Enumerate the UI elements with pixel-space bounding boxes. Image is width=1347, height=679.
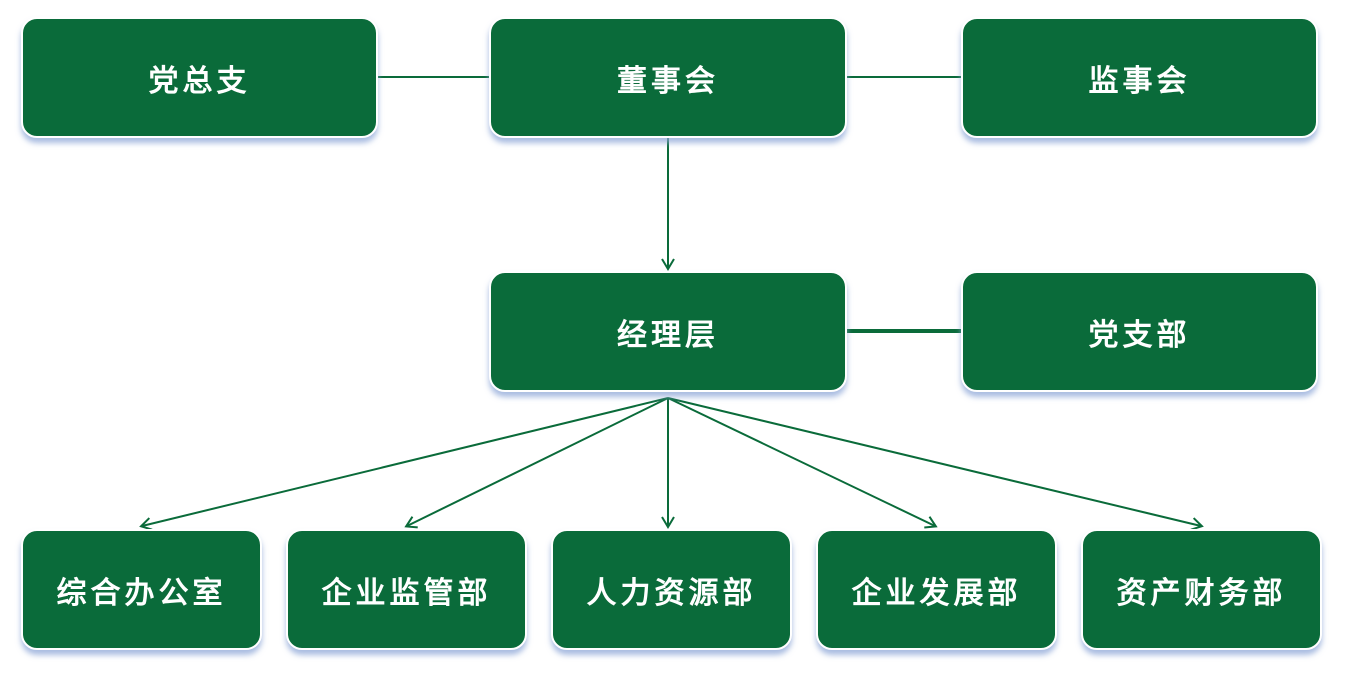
department-box-asset-finance: 资产财务部: [1081, 529, 1322, 650]
board-of-directors-box: 董事会: [489, 17, 847, 138]
party-branch-box: 党支部: [961, 271, 1318, 392]
arrow-management-to-dept-0: [139, 397, 669, 531]
management-label: 经理层: [617, 317, 719, 353]
department-label: 企业监管部: [321, 575, 492, 611]
party-general-branch-label: 党总支: [148, 63, 251, 99]
arrow-management-to-dept-4: [667, 397, 1204, 531]
board-of-supervisors-box: 监事会: [961, 17, 1318, 138]
department-label: 综合办公室: [56, 575, 227, 611]
department-box-general-office: 综合办公室: [21, 529, 262, 650]
department-box-enterprise-supervision: 企业监管部: [286, 529, 527, 650]
board-of-directors-label: 董事会: [617, 63, 719, 99]
department-label: 资产财务部: [1116, 575, 1287, 611]
management-box: 经理层: [489, 271, 847, 392]
arrow-management-to-dept-1: [404, 397, 669, 529]
department-label: 企业发展部: [851, 575, 1022, 611]
department-box-enterprise-development: 企业发展部: [816, 529, 1057, 650]
board-of-supervisors-label: 监事会: [1088, 63, 1191, 99]
department-box-human-resources: 人力资源部: [551, 529, 792, 650]
arrow-management-to-dept-3: [667, 397, 938, 529]
party-general-branch-box: 党总支: [21, 17, 378, 138]
department-label: 人力资源部: [586, 575, 757, 611]
party-branch-label: 党支部: [1088, 317, 1191, 353]
